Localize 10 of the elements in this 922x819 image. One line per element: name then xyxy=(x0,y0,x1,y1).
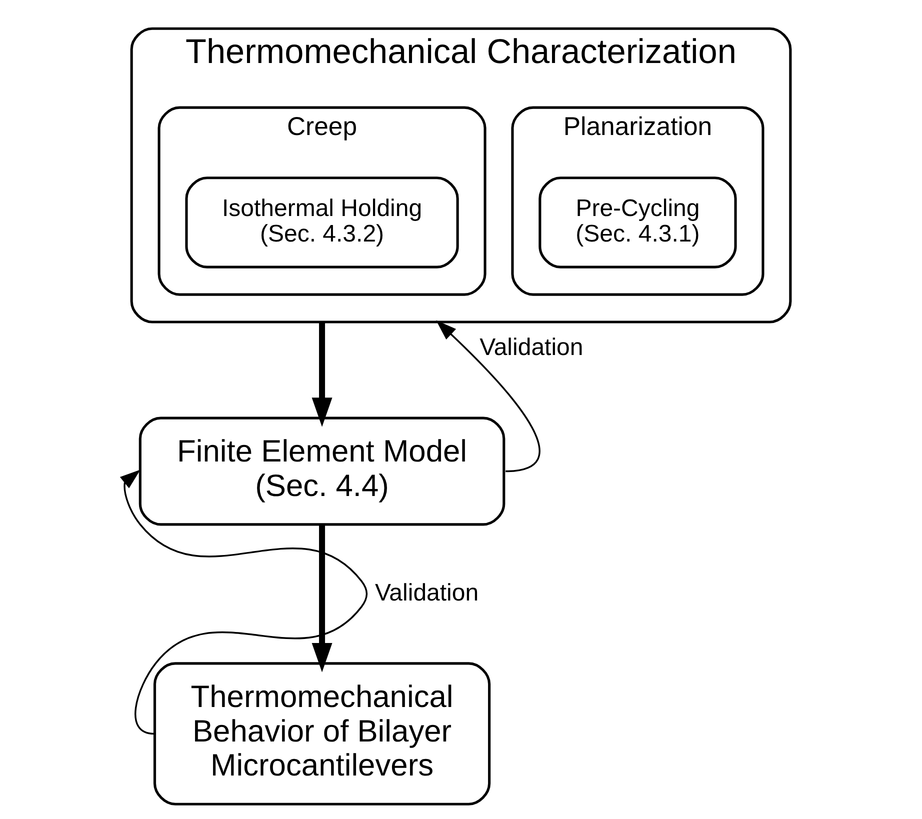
edge-label: Validation xyxy=(480,334,584,361)
node-box: Isothermal Holding (Sec. 4.3.2) xyxy=(185,176,459,268)
arrow xyxy=(436,320,540,472)
arrow xyxy=(312,322,332,427)
node-box: Pre-Cycling (Sec. 4.3.1) xyxy=(538,176,737,268)
arrow xyxy=(120,470,368,735)
node-box: Thermomechanical Behavior of Bilayer Microcantilevers xyxy=(153,662,491,806)
node-box: Finite Element Model (Sec. 4.4) xyxy=(138,416,506,526)
edge-label: Validation xyxy=(374,579,479,606)
arrow xyxy=(312,524,332,672)
